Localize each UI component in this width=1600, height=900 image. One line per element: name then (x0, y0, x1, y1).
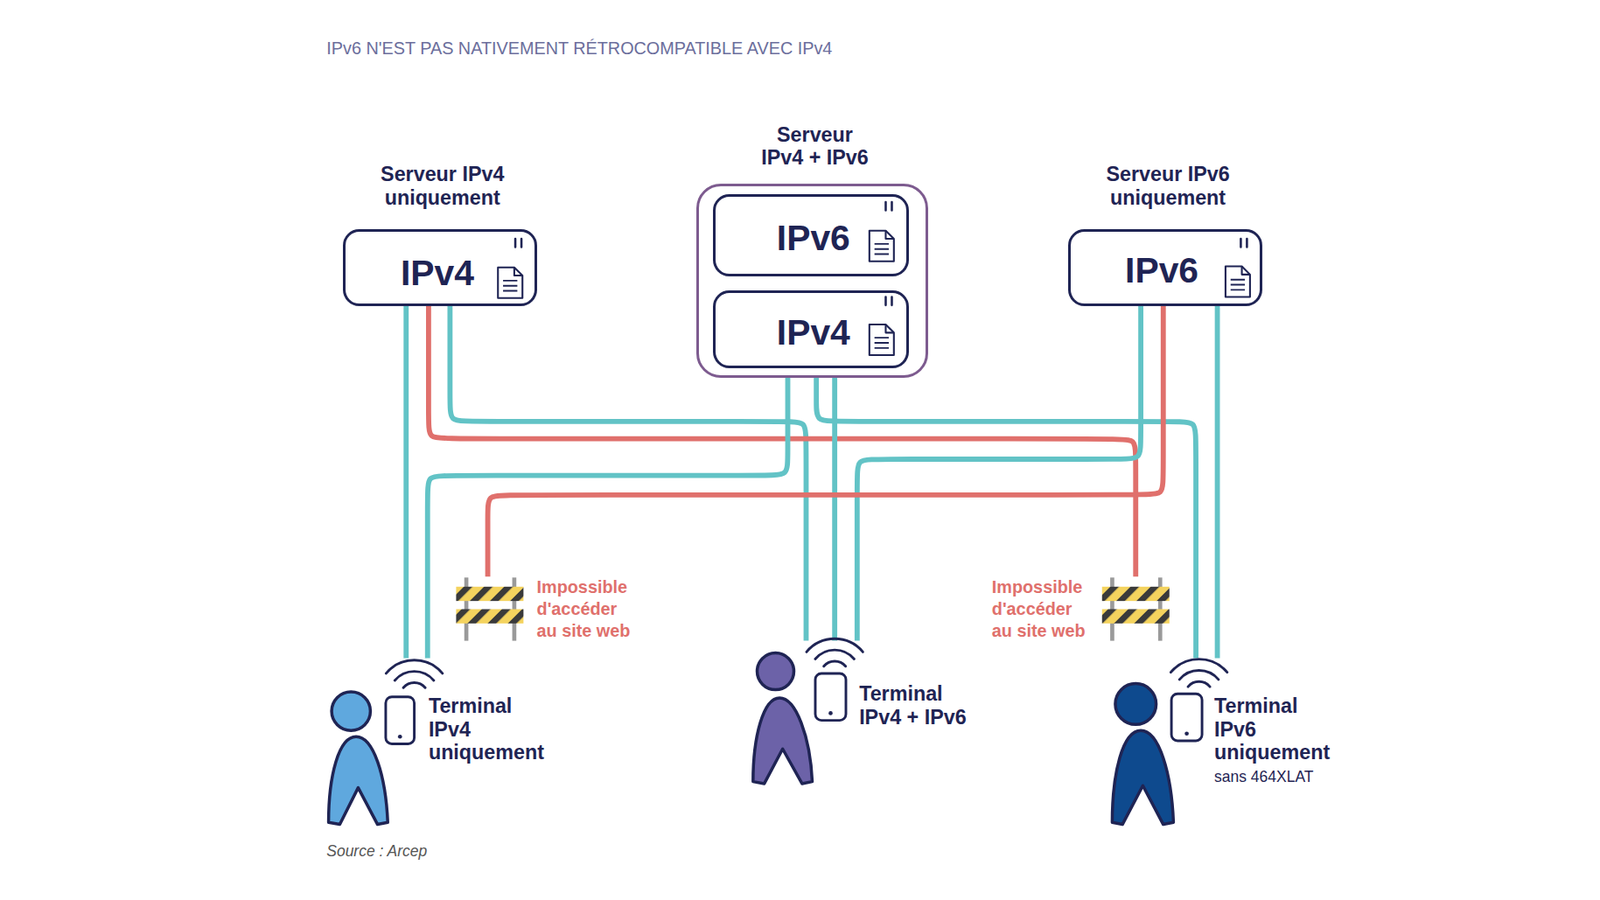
server-heading: Serveur IPv4 uniquement (350, 162, 535, 210)
blocked-text: Impossible d'accéder au site web (992, 576, 1092, 643)
phone-icon (385, 697, 415, 745)
barrier-post (1110, 577, 1115, 641)
document-icon (497, 267, 523, 299)
diagram-title: IPv6 N'EST PAS NATIVEMENT RÉTROCOMPATIBL… (326, 38, 832, 59)
blocked-text: Impossible d'accéder au site web (537, 576, 637, 643)
network-connection (403, 306, 409, 658)
terminal: Terminal IPv4 uniquement (326, 657, 572, 826)
source-caption: Source : Arcep (326, 842, 427, 861)
wifi-waves (806, 638, 863, 666)
phone-button (398, 734, 403, 740)
person-body (328, 736, 389, 825)
server-box: IPv6 (712, 194, 909, 276)
person-body (1111, 730, 1174, 825)
barrier-bar (1102, 586, 1170, 601)
phone-button (1184, 731, 1189, 736)
barrier-post (512, 577, 518, 641)
terminal: Terminal IPv6 uniquement sans 464XLAT (1107, 657, 1363, 826)
blocked-connection (488, 306, 1164, 577)
user-figure (1111, 659, 1227, 825)
network-connection (831, 377, 838, 642)
barrier-icon (1102, 577, 1170, 641)
terminal-label: Terminal IPv4 uniquement (428, 694, 553, 765)
user-figure (328, 660, 443, 825)
document-icon (869, 324, 895, 356)
protocol-label: IPv4 (345, 252, 530, 294)
phone-button (828, 711, 833, 716)
server-heading: Serveur IPv4 + IPv6 (723, 123, 908, 171)
document-icon (869, 230, 895, 262)
network-connection (427, 377, 789, 659)
person-head (757, 653, 795, 691)
terminal-note: sans 464XLAT (1214, 768, 1357, 787)
user-figure (753, 638, 864, 784)
document-icon (1225, 266, 1251, 298)
phone-icon (815, 673, 846, 721)
server-marks (1240, 238, 1247, 247)
server-group-box: Serveur IPv4 + IPv6IPv6IPv4 (696, 183, 930, 378)
server-marks (885, 297, 892, 306)
phone-icon (1171, 693, 1202, 741)
wifi-waves (1170, 659, 1227, 687)
wifi-waves (385, 660, 442, 688)
person-body (753, 698, 813, 784)
blocked-connection (428, 306, 1136, 577)
terminal-label: Terminal IPv6 uniquement (1214, 694, 1339, 765)
person-head (331, 691, 371, 731)
barrier-post (464, 577, 469, 641)
blocked-notice: Impossible d'accéder au site web (987, 576, 1172, 643)
barrier-bar (455, 608, 524, 623)
barrier-bar (455, 586, 524, 601)
network-connection (1215, 306, 1221, 658)
server-heading: Serveur IPv6 uniquement (1075, 162, 1260, 210)
protocol-label: IPv6 (1070, 250, 1253, 292)
server-marks (515, 238, 522, 247)
blocked-notice: Impossible d'accéder au site web (454, 576, 638, 643)
server-box: Serveur IPv4 uniquementIPv4 (342, 229, 538, 306)
barrier-post (1158, 577, 1163, 641)
protocol-label: IPv6 (715, 217, 912, 259)
barrier-bar (1102, 608, 1170, 623)
server-marks (885, 202, 892, 210)
terminal-label: Terminal IPv4 + IPv6 (859, 682, 984, 730)
server-box: Serveur IPv6 uniquementIPv6 (1068, 229, 1263, 306)
person-head (1115, 684, 1157, 726)
server-box: IPv4 (712, 290, 909, 369)
terminal: Terminal IPv4 + IPv6 (749, 641, 995, 790)
barrier-icon (455, 577, 524, 641)
protocol-label: IPv4 (715, 312, 912, 354)
